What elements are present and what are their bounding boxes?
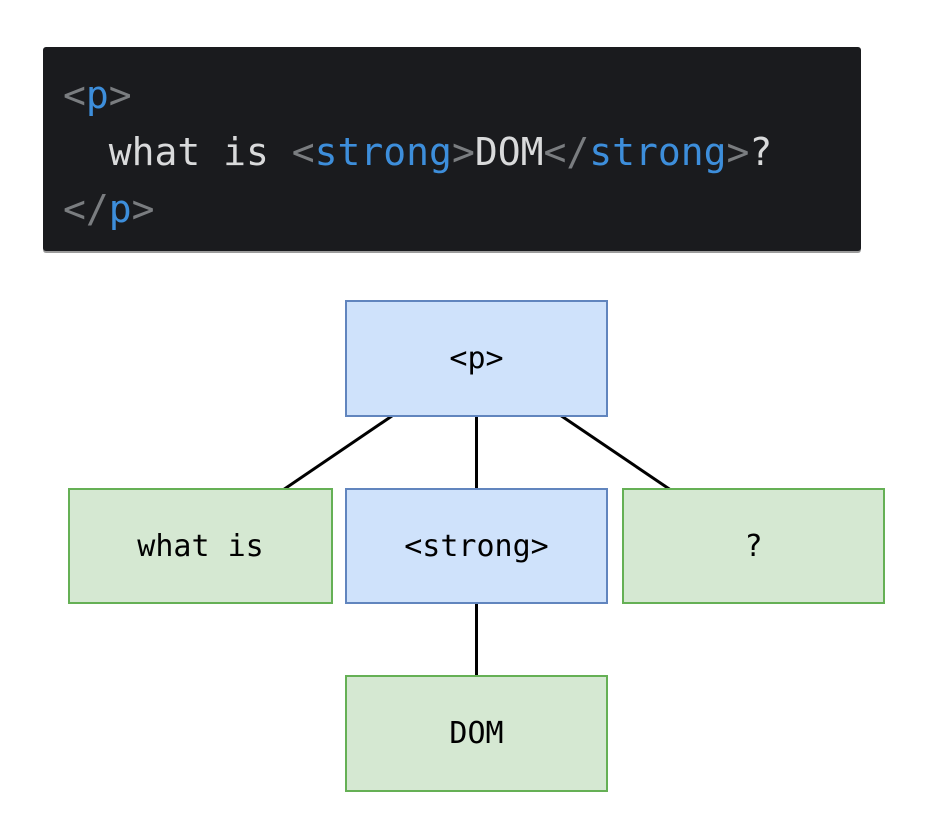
tree-node-label: DOM bbox=[449, 716, 504, 751]
code-line-3: </p> bbox=[63, 181, 861, 238]
tree-node-what-is: what is bbox=[68, 488, 333, 604]
code-token: DOM bbox=[474, 130, 544, 174]
code-token: > bbox=[108, 73, 132, 117]
code-token: p bbox=[108, 187, 132, 231]
tree-node-dom: DOM bbox=[345, 675, 608, 792]
code-line-1: <p> bbox=[63, 67, 861, 124]
tree-node-label: ? bbox=[744, 528, 763, 564]
code-token: </ bbox=[543, 130, 590, 174]
tree-node-p: <p> bbox=[345, 300, 608, 417]
code-token: </ bbox=[63, 187, 109, 231]
tree-node-label: <strong> bbox=[404, 528, 549, 564]
code-token: > bbox=[726, 130, 750, 174]
tree-node-label: <p> bbox=[449, 341, 504, 376]
code-line-2: what is <strong>DOM</strong>? bbox=[63, 124, 861, 181]
code-block: <p> what is <strong>DOM</strong>? </p> bbox=[43, 47, 861, 251]
code-token: p bbox=[85, 73, 109, 117]
tree-node-label: what is bbox=[137, 528, 264, 564]
code-token: what is bbox=[63, 130, 292, 174]
tree-node-question: ? bbox=[622, 488, 885, 604]
code-token: strong bbox=[314, 130, 452, 174]
code-token: > bbox=[451, 130, 475, 174]
tree-node-strong: <strong> bbox=[345, 488, 608, 604]
code-token: strong bbox=[589, 130, 727, 174]
code-token: ? bbox=[749, 130, 773, 174]
code-token: > bbox=[131, 187, 155, 231]
code-token: < bbox=[291, 130, 315, 174]
code-token: < bbox=[63, 73, 86, 117]
